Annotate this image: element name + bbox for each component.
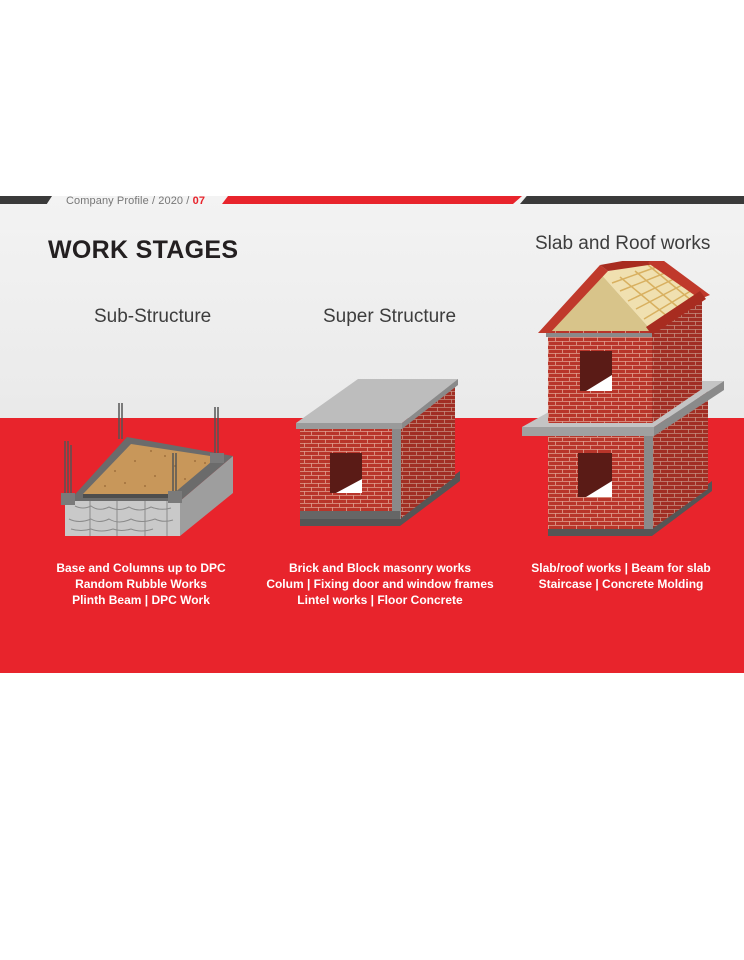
caption-sub-structure: Base and Columns up to DPC Random Rubble… — [11, 560, 271, 608]
caption-super-structure: Brick and Block masonry works Colum | Fi… — [250, 560, 510, 608]
stage-title-slab-roof: Slab and Roof works — [535, 233, 711, 254]
stage-title-sub-structure: Sub-Structure — [94, 306, 212, 327]
caption-line: Colum | Fixing door and window frames — [266, 577, 494, 591]
caption-slab-roof: Slab/roof works | Beam for slab Staircas… — [491, 560, 744, 592]
caption-line: Lintel works | Floor Concrete — [297, 593, 463, 607]
slab-roof-illustration — [522, 261, 724, 536]
header-page-number: 07 — [192, 196, 206, 207]
sub-structure-illustration — [61, 403, 233, 536]
header-label: Company Profile / 2020 / 07 — [66, 196, 205, 207]
caption-line: Plinth Beam | DPC Work — [72, 593, 210, 607]
page-title: WORK STAGES — [48, 236, 239, 264]
super-structure-illustration — [296, 379, 460, 526]
caption-line: Base and Columns up to DPC — [56, 561, 226, 575]
caption-line: Staircase | Concrete Molding — [538, 577, 704, 591]
header-stripe-dark-right — [520, 196, 744, 204]
header-stripe-dark-left — [0, 196, 52, 204]
header-prefix: Company Profile / 2020 / — [66, 196, 193, 207]
caption-line: Brick and Block masonry works — [288, 561, 472, 575]
caption-line: Random Rubble Works — [75, 577, 207, 591]
header-stripe-red — [222, 196, 522, 204]
stage-title-super-structure: Super Structure — [323, 306, 457, 327]
caption-line: Slab/roof works | Beam for slab — [531, 561, 711, 575]
work-stages-page: Company Profile / 2020 / 07 WORK STAGES … — [0, 196, 744, 673]
